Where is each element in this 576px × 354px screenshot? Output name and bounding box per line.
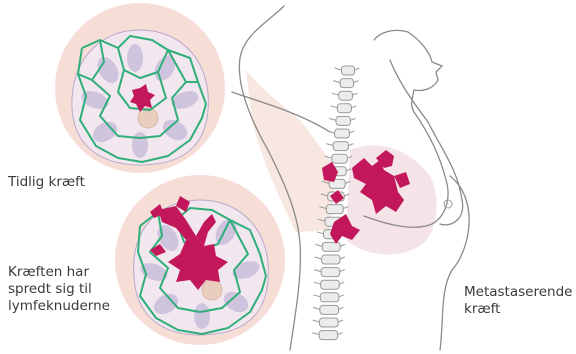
label-spread-line-1: Kræften har	[8, 264, 89, 280]
vertebra	[332, 154, 347, 163]
vertebra	[337, 104, 351, 113]
vertebra	[326, 205, 343, 214]
early-cancer-breast-diagram	[55, 3, 225, 173]
vertebra	[322, 242, 340, 251]
label-spread-line-2: spredt sig til	[8, 281, 92, 297]
vertebra	[322, 255, 340, 264]
vertebra	[320, 305, 339, 314]
head-profile	[374, 30, 442, 112]
vertebra	[321, 268, 340, 277]
vertebra	[320, 293, 339, 302]
vertebra	[320, 318, 339, 327]
vertebra	[336, 116, 350, 125]
vertebra	[339, 91, 353, 100]
vertebra	[335, 129, 350, 138]
label-early-cancer: Tidlig kræft	[7, 174, 85, 190]
lymph-spread-breast-diagram	[115, 175, 285, 345]
vertebra	[342, 66, 355, 75]
label-metastatic-line-2: kræft	[464, 301, 500, 317]
vertebra	[321, 280, 340, 289]
vertebra	[333, 142, 348, 151]
vertebra	[319, 331, 338, 340]
label-metastatic-line-1: Metastaserende	[464, 284, 572, 300]
vertebra	[340, 79, 353, 88]
label-spread-line-3: lymfeknuderne	[8, 298, 110, 314]
